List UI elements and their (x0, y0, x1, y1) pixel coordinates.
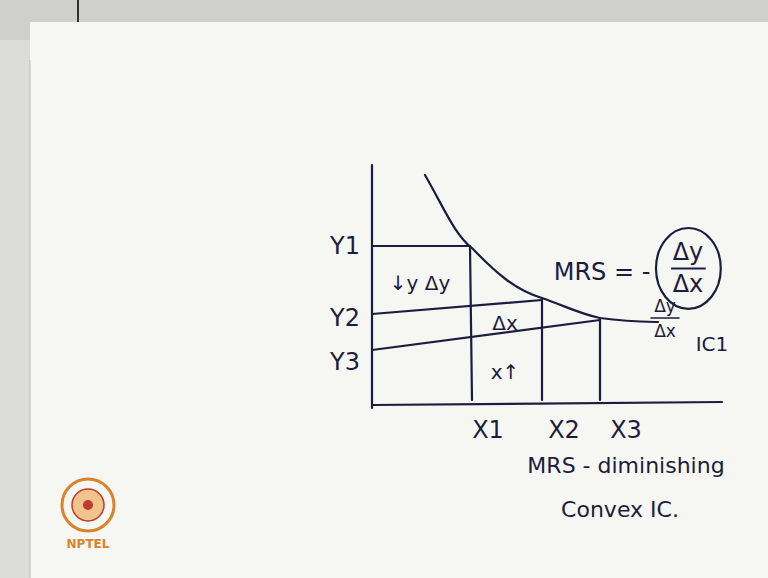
axis-value: Y3 (330, 349, 360, 375)
x1-guide (470, 246, 472, 400)
fraction-bar (671, 267, 706, 269)
axis-value: X2 (548, 417, 580, 443)
axis-value: Y2 (330, 305, 360, 331)
note-text: MRS - diminishing (527, 454, 724, 478)
x3-guide (599, 318, 601, 400)
paper-sheet (30, 22, 768, 578)
curve-label: IC1 (696, 333, 729, 355)
formula-text: Δy (654, 297, 676, 316)
circled-fraction: ΔyΔx (654, 226, 723, 311)
change-note: ↓y Δy (390, 272, 450, 294)
axis-value: X3 (610, 417, 642, 443)
formula-text: Δx (654, 322, 676, 341)
logo-core (72, 489, 104, 521)
paper-edge (30, 60, 31, 578)
axis-value: Y1 (330, 233, 360, 259)
note-text: Convex IC. (561, 498, 679, 522)
logo-text: NPTEL (67, 538, 110, 551)
nptel-logo (62, 479, 114, 531)
y3-guide (372, 320, 600, 350)
change-note: x↑ (491, 361, 520, 383)
logo-ring (62, 479, 114, 531)
formula-text: MRS = - (554, 259, 651, 285)
logo-center (83, 500, 93, 510)
x-axis (372, 402, 722, 405)
y-axis (371, 165, 373, 408)
y1-guide (372, 245, 470, 247)
axis-value: X1 (472, 417, 504, 443)
fraction-bar (651, 317, 679, 319)
x2-guide (541, 298, 543, 400)
fraction-part: Δx (654, 271, 723, 297)
fraction-part: Δy (654, 239, 723, 265)
change-note: Δx (492, 312, 518, 334)
